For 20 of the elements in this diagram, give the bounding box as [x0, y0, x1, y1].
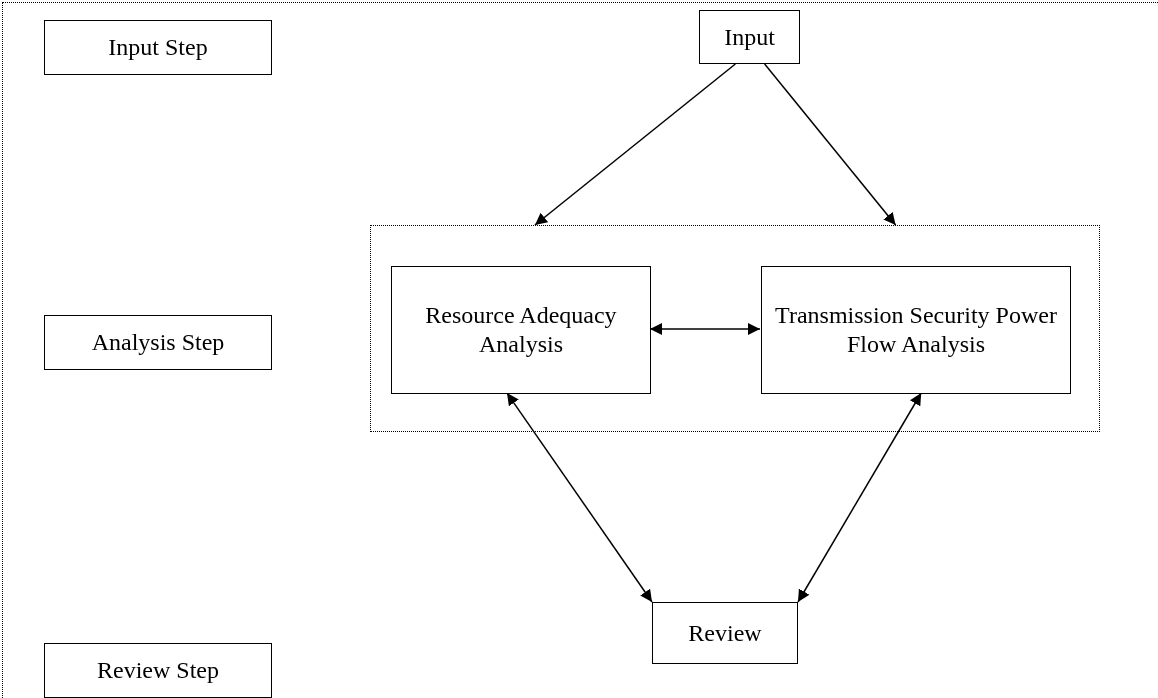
step-box: [699, 10, 800, 64]
box-text: Input: [723, 22, 776, 52]
box-text: Review: [687, 618, 763, 648]
box-text: Input Step: [107, 33, 209, 62]
box-text: Analysis Step: [90, 328, 226, 357]
box-text: Review Step: [96, 656, 220, 685]
arrow: [534, 63, 737, 226]
step-box: [44, 20, 272, 75]
step-box: [761, 266, 1071, 394]
step-box: [652, 602, 798, 664]
arrow: [506, 392, 653, 603]
step-box: [44, 315, 272, 370]
box-text: Resource Adequacy Analysis: [424, 301, 618, 359]
step-box: [391, 266, 651, 394]
arrow: [797, 392, 922, 603]
arrow: [649, 323, 761, 335]
arrow: [763, 63, 897, 226]
box-text: Transmission Security Power Flow Analysis: [774, 301, 1058, 359]
group-box: [370, 225, 1100, 432]
step-box: [44, 643, 272, 698]
